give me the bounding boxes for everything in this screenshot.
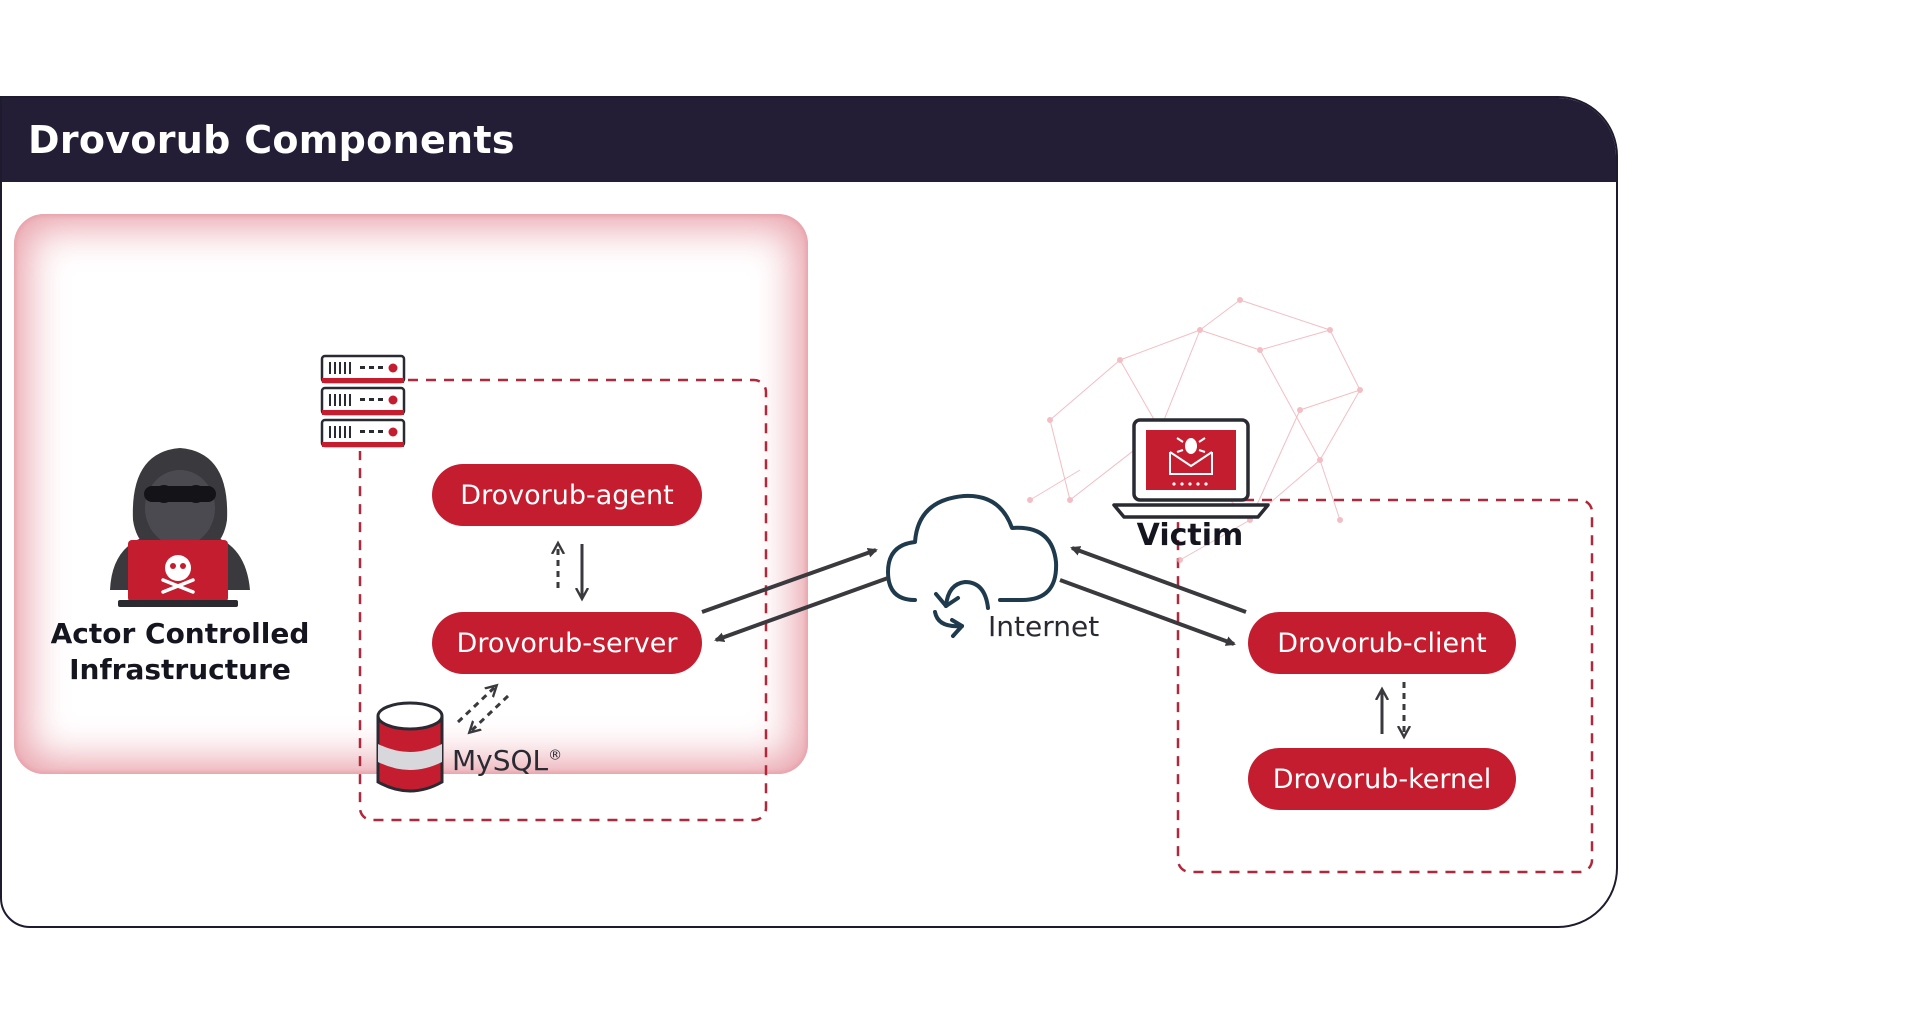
cloud-icon	[886, 493, 1059, 638]
server-mysql-arrows	[456, 686, 510, 732]
drovorub-server-box: Drovorub-server	[432, 612, 702, 674]
server-internet-arrows	[701, 547, 889, 642]
drovorub-agent-label: Drovorub-agent	[460, 479, 674, 511]
diagram-title: Drovorub Components	[28, 118, 515, 162]
client-kernel-arrows	[1382, 682, 1404, 736]
header-bar: Drovorub Components	[2, 98, 1616, 182]
laptop-icon	[1112, 418, 1270, 519]
server-dashed-box	[358, 378, 768, 822]
hacker-icon	[110, 448, 250, 607]
server-rack-icon	[320, 354, 406, 451]
mysql-label: MySQL®	[452, 744, 563, 777]
drovorub-kernel-label: Drovorub-kernel	[1272, 763, 1492, 795]
actor-label-line-2: Infrastructure	[69, 653, 291, 686]
victim-label: Victim	[1136, 518, 1244, 553]
drovorub-agent-box: Drovorub-agent	[432, 464, 702, 526]
internet-label: Internet	[988, 610, 1100, 643]
registered-mark: ®	[548, 747, 563, 764]
victim-dashed-box	[1176, 498, 1594, 874]
internet-client-arrows	[1059, 546, 1247, 646]
drovorub-client-box: Drovorub-client	[1248, 612, 1516, 674]
agent-server-arrows	[558, 544, 582, 598]
database-icon	[376, 701, 444, 793]
drovorub-client-label: Drovorub-client	[1277, 627, 1487, 659]
drovorub-kernel-box: Drovorub-kernel	[1248, 748, 1516, 810]
bug-mail-icon	[1169, 437, 1213, 475]
drovorub-server-label: Drovorub-server	[456, 627, 678, 659]
actor-infrastructure-label: Actor Controlled Infrastructure	[20, 616, 340, 688]
skull-icon	[161, 555, 195, 594]
actor-label-line-1: Actor Controlled	[50, 617, 310, 650]
